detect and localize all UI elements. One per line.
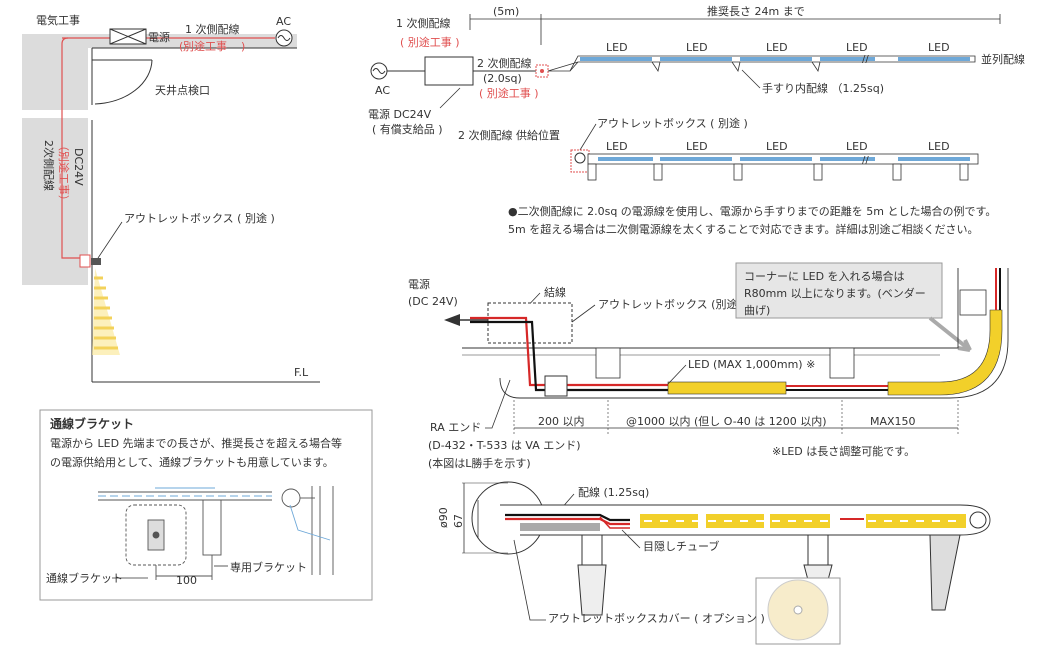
ra-end-note-1: (D-432・T-533 は VA エンド) xyxy=(428,439,581,452)
light-beam xyxy=(92,268,120,355)
floor-level-label: F.L xyxy=(294,366,309,379)
bracket-desc-1: 電源から LED 先端までの長さが、推奨長さを超える場合等 xyxy=(50,436,342,450)
led-label: LED xyxy=(686,41,708,54)
power-dc24v-label: 電源 DC24V xyxy=(368,107,432,121)
tr-separate-work-2: ( 別途工事 ) xyxy=(479,86,539,100)
led-label: LED xyxy=(928,41,950,54)
paid-supply-label: ( 有償支給品 ) xyxy=(372,122,443,136)
outlet-box-icon xyxy=(79,254,91,268)
tr-separate-work-label: ( 別途工事 ) xyxy=(400,35,460,49)
corner-note-text: コーナーに LED を入れる場合は R80mm 以上になります。(ベンダー 曲げ… xyxy=(744,269,929,317)
dim-5m-label: (5m) xyxy=(493,5,519,18)
led-label: LED xyxy=(606,41,628,54)
brackets-row2 xyxy=(587,163,969,181)
led-layout-diagram: 電源 (DC 24V) 結線 アウトレットボックス (別途) コーナーに LED… xyxy=(408,262,1009,470)
size-2sq-label: (2.0sq) xyxy=(483,72,522,85)
cover-label: アウトレットボックスカバー ( オプション ) xyxy=(548,612,765,625)
bracket-desc-2: の電源供給用として、通線ブラケットも用意しています。 xyxy=(50,455,334,469)
special-bracket-label: 専用ブラケット xyxy=(230,560,307,574)
ra-end-label: RA エンド xyxy=(430,421,481,434)
mr-outlet-box-label: アウトレットボックス (別途) xyxy=(598,297,742,311)
parallel-wiring-label: 並列配線 xyxy=(981,52,1025,66)
led-strips-row3 xyxy=(640,514,966,528)
primary-wiring-label: 1 次側配線 xyxy=(185,22,240,36)
red-wire xyxy=(470,316,668,387)
led-strips-row1 xyxy=(580,57,970,61)
electric-work-label: 電気工事 xyxy=(36,13,80,27)
led-label: LED xyxy=(606,140,628,153)
wiring-length-diagram: 1 次側配線 ( 別途工事 ) (5m) 推奨長さ 24m まで AC 2 次側… xyxy=(368,4,1025,236)
junction-label: 結線 xyxy=(544,285,566,299)
ac-label: AC xyxy=(276,15,291,28)
ceiling-wall-section: 天井点検口 F.L 電源 電気工事 1 次側配線 別途工事 ( ) AC 2次側… xyxy=(10,13,320,383)
light-fixture-icon xyxy=(91,258,101,265)
note-line-2: 5m を超える場合は二次側電源線を太くすることで対応できます。詳細は別途ご相談く… xyxy=(508,222,978,236)
led-strip-yellow xyxy=(667,381,787,395)
bracket-title: 通線ブラケット xyxy=(50,416,134,431)
led-label: LED xyxy=(766,140,788,153)
handrail-wiring-label: 手すり内配線 （1.25sq) xyxy=(762,81,884,95)
tr-ac-label: AC xyxy=(375,84,390,97)
handrail-outline xyxy=(462,268,1009,399)
corner-led-strip xyxy=(887,309,1003,396)
led-label: LED xyxy=(766,41,788,54)
tr-primary-wiring-label: 1 次側配線 xyxy=(396,16,451,30)
tr-outlet-box-label: アウトレットボックス ( 別途 ) xyxy=(597,116,748,130)
dim-1000-label: @1000 以内 (但し O-40 は 1200 以内) xyxy=(626,414,826,428)
mr-dc24v-label: (DC 24V) xyxy=(408,295,458,308)
dc24v-vlabel: DC24V xyxy=(72,148,85,186)
led-label: LED xyxy=(928,140,950,153)
secondary-wiring-vlabel: 2次側配線 xyxy=(42,140,56,191)
svg-text:(: ( xyxy=(179,40,183,53)
section-detail-diagram: ø90 67 配線 (1.25sq) 目隠しチューブ アウトレットボックスカバ xyxy=(437,481,991,645)
led-strips-row2 xyxy=(598,157,970,161)
ra-end-note-2: (本図はL勝手を示す) xyxy=(428,456,531,470)
svg-text://: // xyxy=(862,54,869,65)
hide-tube-label: 目隠しチューブ xyxy=(643,539,719,553)
dim67-label: 67 xyxy=(452,514,465,528)
bracket-dim-100: 100 xyxy=(176,574,197,587)
bracket-drawing xyxy=(98,486,334,580)
bracket-label: 通線ブラケット xyxy=(46,571,123,585)
led-max-label: LED (MAX 1,000mm) ※ xyxy=(688,358,815,371)
note-line-1: ●二次側配線に 2.0sq の電源線を使用し、電源から手すりまでの距離を 5m … xyxy=(508,204,996,218)
bracket-info-box: 通線ブラケット 電源から LED 先端までの長さが、推奨長さを超える場合等 の電… xyxy=(39,409,373,601)
phi90-label: ø90 xyxy=(437,507,450,528)
svg-text://: // xyxy=(862,155,869,166)
svg-text:): ) xyxy=(241,40,245,53)
power-label: 電源 xyxy=(148,30,170,44)
separate-work-vlabel: （別途工事） xyxy=(57,140,71,206)
supply-position-label: 2 次側配線 供給位置 xyxy=(458,128,560,142)
led-label: LED xyxy=(846,41,868,54)
recommended-length-label: 推奨長さ 24m まで xyxy=(707,4,805,18)
dim-max150-label: MAX150 xyxy=(870,415,916,428)
dim-200-label: 200 以内 xyxy=(538,414,585,428)
black-wire xyxy=(470,320,668,392)
led-adjust-label: ※LED は長さ調整可能です。 xyxy=(772,444,915,458)
arrow-icon xyxy=(444,314,460,326)
led-label: LED xyxy=(846,140,868,153)
led-label: LED xyxy=(686,140,708,153)
mr-power-label: 電源 xyxy=(408,277,430,291)
separate-work-label: 別途工事 xyxy=(183,39,227,53)
tr-secondary-wiring-label: 2 次側配線 xyxy=(477,56,532,70)
outlet-box-label: アウトレットボックス ( 別途 ) xyxy=(124,211,275,225)
secondary-wiring-line xyxy=(61,44,80,259)
wiring-125-label: 配線 (1.25sq) xyxy=(578,485,649,499)
ceiling-inspection-label: 天井点検口 xyxy=(155,83,210,97)
corner-note-box xyxy=(735,262,943,319)
dc-power-unit xyxy=(424,56,474,86)
